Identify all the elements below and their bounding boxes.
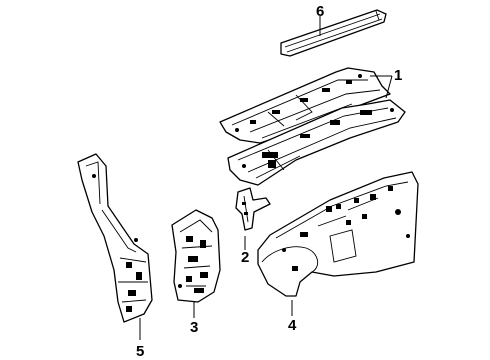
- part-6-cowl-strip: [280, 9, 387, 57]
- callout-4: 4: [288, 317, 297, 334]
- part-3-inner-panel: [171, 209, 221, 303]
- callout-3: 3: [190, 319, 198, 336]
- callout-5: 5: [136, 343, 144, 360]
- part-1-lower-cowl-panel: [227, 99, 406, 186]
- callout-6: 6: [316, 3, 324, 20]
- part-5-hinge-pillar: [77, 153, 153, 323]
- callout-2: 2: [241, 249, 249, 266]
- callout-1: 1: [394, 67, 402, 84]
- part-2-bracket: [235, 187, 271, 231]
- part-1-upper-cowl-panel: [219, 67, 391, 144]
- part-4-inner-fender: [257, 171, 419, 297]
- leader-lines: [139, 16, 393, 340]
